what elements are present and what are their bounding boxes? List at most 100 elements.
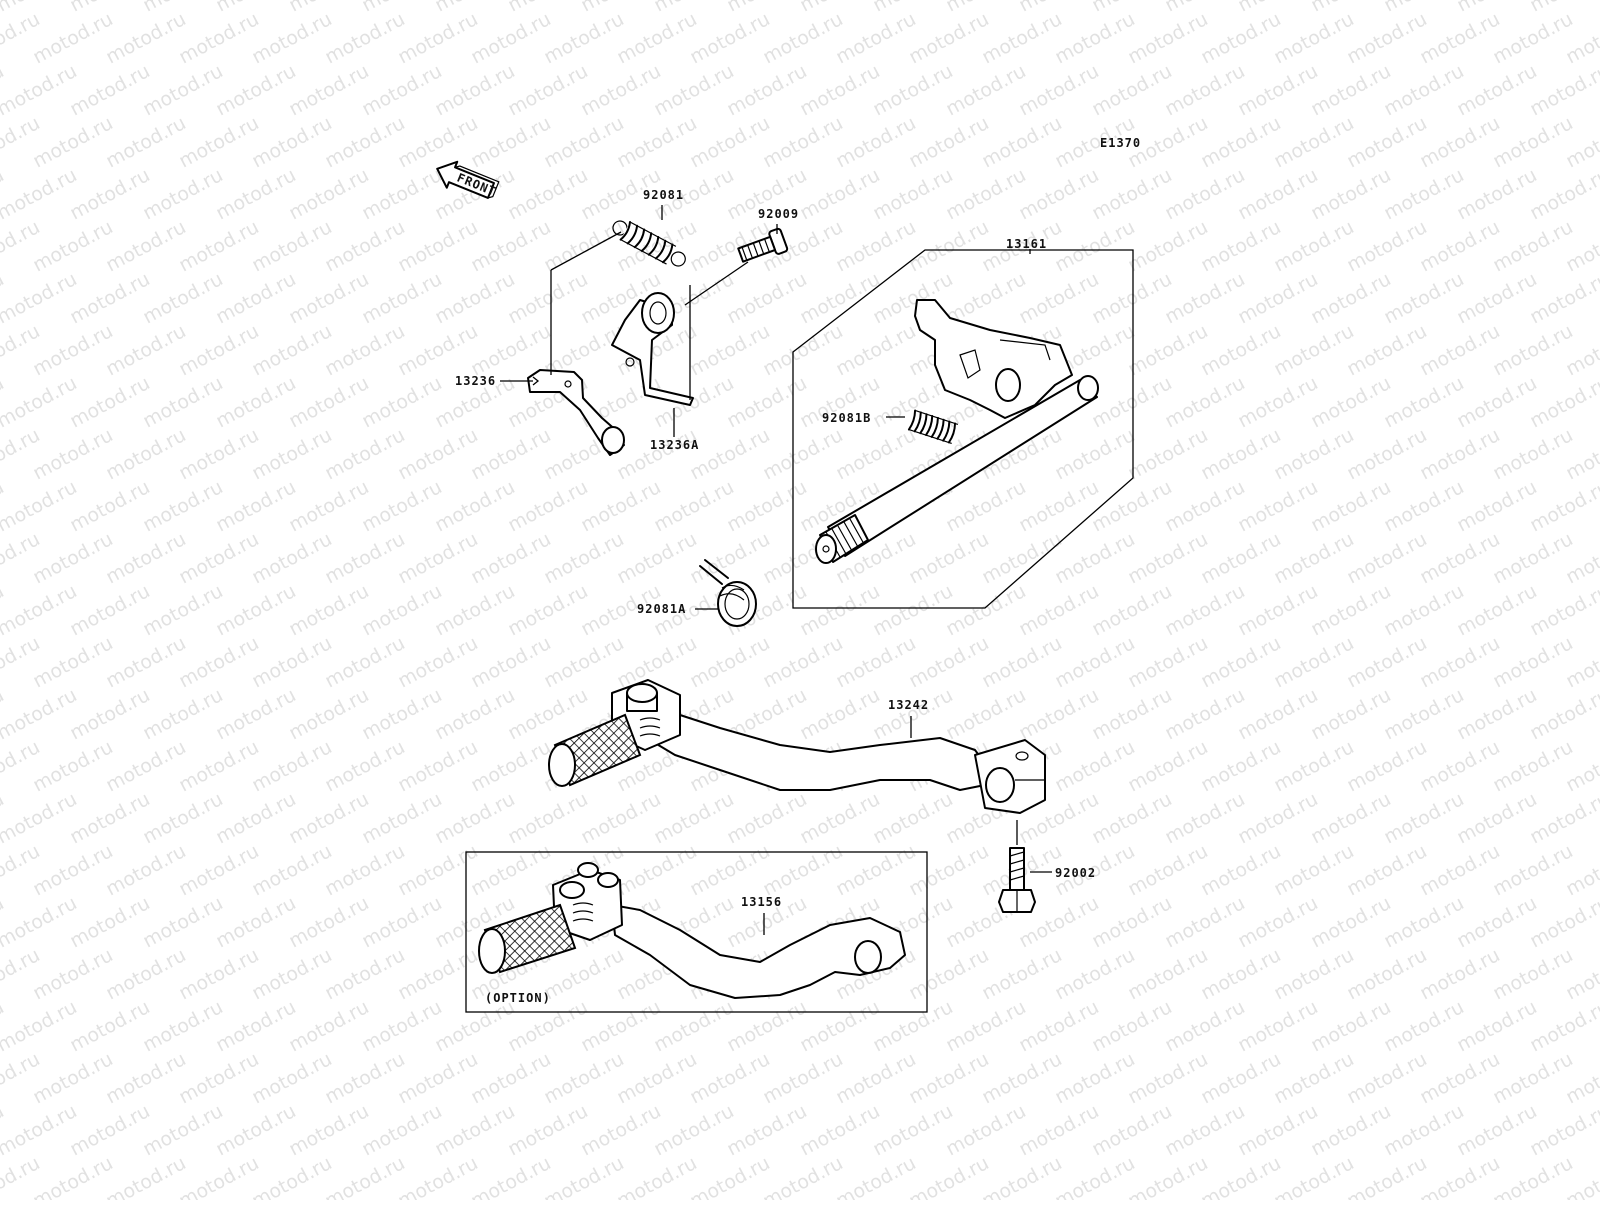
watermark-text: motod.ru bbox=[1124, 216, 1211, 276]
watermark-text: motod.ru bbox=[175, 632, 262, 692]
spring-92081A bbox=[699, 559, 757, 627]
watermark-text: motod.ru bbox=[1453, 892, 1540, 952]
watermark-text: motod.ru bbox=[102, 632, 189, 692]
watermark-text: motod.ru bbox=[723, 1100, 810, 1160]
label-13236: 13236 bbox=[455, 374, 496, 388]
watermark-text: motod.ru bbox=[1124, 1048, 1211, 1108]
watermark-text: motod.ru bbox=[1270, 736, 1357, 796]
watermark-text: motod.ru bbox=[139, 788, 226, 848]
watermark-text: motod.ru bbox=[942, 580, 1029, 640]
watermark-text: motod.ru bbox=[358, 372, 445, 432]
watermark-text: motod.ru bbox=[613, 112, 700, 172]
watermark-text: motod.ru bbox=[66, 268, 153, 328]
watermark-text: motod.ru bbox=[1270, 320, 1357, 380]
watermark-text: motod.ru bbox=[285, 684, 372, 744]
watermark-text: motod.ru bbox=[321, 736, 408, 796]
watermark-text: motod.ru bbox=[358, 684, 445, 744]
watermark-text: motod.ru bbox=[358, 60, 445, 120]
watermark-text: motod.ru bbox=[1234, 1100, 1321, 1160]
watermark-text: motod.ru bbox=[1343, 840, 1430, 900]
watermark-text: motod.ru bbox=[577, 788, 664, 848]
watermark-text: motod.ru bbox=[759, 632, 846, 692]
watermark-text: motod.ru bbox=[139, 164, 226, 224]
watermark-text: motod.ru bbox=[212, 788, 299, 848]
watermark-text: motod.ru bbox=[1307, 788, 1394, 848]
watermark-text: motod.ru bbox=[577, 60, 664, 120]
watermark-text: motod.ru bbox=[686, 8, 773, 68]
watermark-text: motod.ru bbox=[1270, 216, 1357, 276]
watermark-text: motod.ru bbox=[139, 476, 226, 536]
watermark-text: motod.ru bbox=[248, 840, 335, 900]
watermark-text: motod.ru bbox=[467, 112, 554, 172]
watermark-text: motod.ru bbox=[504, 1100, 591, 1160]
watermark-text: motod.ru bbox=[175, 216, 262, 276]
watermark-text: motod.ru bbox=[723, 268, 810, 328]
watermark-text: motod.ru bbox=[1526, 164, 1600, 224]
watermark-text: motod.ru bbox=[1124, 632, 1211, 692]
watermark-text: motod.ru bbox=[686, 528, 773, 588]
watermark-text: motod.ru bbox=[869, 580, 956, 640]
watermark-text: motod.ru bbox=[29, 840, 116, 900]
watermark-text: motod.ru bbox=[212, 476, 299, 536]
watermark-text: motod.ru bbox=[212, 892, 299, 952]
watermark-text: motod.ru bbox=[1015, 1100, 1102, 1160]
watermark-text: motod.ru bbox=[832, 424, 919, 484]
watermark-text: motod.ru bbox=[504, 268, 591, 328]
watermark-text: motod.ru bbox=[540, 8, 627, 68]
watermark-text: motod.ru bbox=[29, 1048, 116, 1108]
watermark-text: motod.ru bbox=[431, 996, 518, 1056]
watermark-text: motod.ru bbox=[1453, 684, 1540, 744]
option-frame bbox=[465, 851, 928, 1013]
watermark-text: motod.ru bbox=[1343, 424, 1430, 484]
watermark-text: motod.ru bbox=[1343, 8, 1430, 68]
watermark-text: motod.ru bbox=[248, 632, 335, 692]
watermark-text: motod.ru bbox=[1489, 424, 1576, 484]
watermark-text: motod.ru bbox=[431, 268, 518, 328]
watermark-text: motod.ru bbox=[540, 216, 627, 276]
watermark-text: motod.ru bbox=[869, 1100, 956, 1160]
watermark-text: motod.ru bbox=[1343, 320, 1430, 380]
watermark-text: motod.ru bbox=[1270, 632, 1357, 692]
watermark-text: motod.ru bbox=[248, 944, 335, 1004]
watermark-text: motod.ru bbox=[1453, 580, 1540, 640]
watermark-text: motod.ru bbox=[1015, 60, 1102, 120]
watermark-text: motod.ru bbox=[1416, 840, 1503, 900]
watermark-text: motod.ru bbox=[248, 736, 335, 796]
watermark-text: motod.ru bbox=[175, 112, 262, 172]
watermark-text: motod.ru bbox=[175, 944, 262, 1004]
watermark-text: motod.ru bbox=[540, 112, 627, 172]
watermark-text: motod.ru bbox=[212, 1100, 299, 1160]
watermark-text: motod.ru bbox=[66, 892, 153, 952]
option-label: (OPTION) bbox=[485, 991, 551, 1005]
watermark-text: motod.ru bbox=[1088, 892, 1175, 952]
watermark-text: motod.ru bbox=[212, 372, 299, 432]
watermark-text: motod.ru bbox=[1526, 788, 1600, 848]
watermark-text: motod.ru bbox=[650, 476, 737, 536]
watermark-text: motod.ru bbox=[1234, 372, 1321, 432]
watermark-text: motod.ru bbox=[1051, 8, 1138, 68]
shaft-13161 bbox=[815, 299, 1099, 564]
watermark-text: motod.ru bbox=[1161, 684, 1248, 744]
watermark-text: motod.ru bbox=[905, 216, 992, 276]
watermark-text: motod.ru bbox=[832, 632, 919, 692]
watermark-text: motod.ru bbox=[358, 1100, 445, 1160]
watermark-text: motod.ru bbox=[1380, 268, 1467, 328]
watermark-text: motod.ru bbox=[1307, 892, 1394, 952]
watermark-text: motod.ru bbox=[1307, 164, 1394, 224]
watermark-text: motod.ru bbox=[358, 476, 445, 536]
watermark-text: motod.ru bbox=[285, 996, 372, 1056]
watermark-text: motod.ru bbox=[175, 320, 262, 380]
watermark-text: motod.ru bbox=[1489, 216, 1576, 276]
watermark-text: motod.ru bbox=[686, 320, 773, 380]
watermark-text: motod.ru bbox=[1380, 164, 1467, 224]
watermark-text: motod.ru bbox=[1161, 996, 1248, 1056]
watermark-text: motod.ru bbox=[1416, 632, 1503, 692]
watermark-text: motod.ru bbox=[1161, 164, 1248, 224]
watermark-text: motod.ru bbox=[1380, 476, 1467, 536]
watermark-text: motod.ru bbox=[358, 788, 445, 848]
watermark-text: motod.ru bbox=[1051, 528, 1138, 588]
watermark-text: motod.ru bbox=[905, 1048, 992, 1108]
watermark-text: motod.ru bbox=[1343, 944, 1430, 1004]
watermark-text: motod.ru bbox=[394, 944, 481, 1004]
